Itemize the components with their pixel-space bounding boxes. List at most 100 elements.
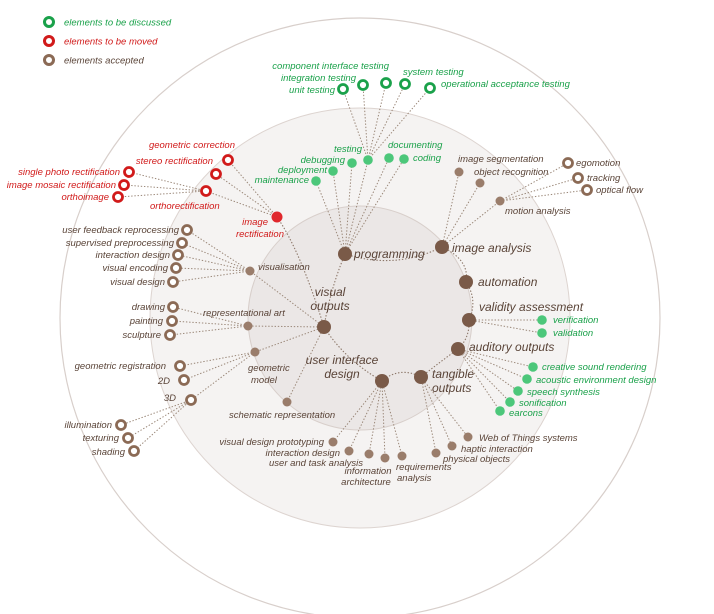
node-single-photo-rectification (123, 166, 135, 178)
label-tangible-outputs-2: outputs (432, 381, 471, 395)
node-texturing (122, 432, 134, 444)
node-information-architecture (380, 453, 390, 463)
label-image-segmentation: image segmentation (458, 154, 544, 165)
label-testing: testing (334, 144, 363, 155)
node-testing (363, 155, 373, 165)
node-visual-design-prototyping (328, 437, 338, 447)
label-visualisation: visualisation (258, 262, 310, 273)
node-documenting (384, 153, 394, 163)
label-tracking: tracking (587, 173, 621, 184)
label-image-rectification-2: rectification (236, 229, 284, 240)
legend-accepted-marker (43, 54, 55, 66)
label-orthorectification: orthorectification (150, 201, 220, 212)
node-shading (128, 445, 140, 457)
node-visual-outputs (317, 320, 331, 334)
node-component-interface-testing (380, 77, 392, 89)
node-validation (537, 328, 547, 338)
node-unit-testing (337, 83, 349, 95)
node-requirements-analysis (397, 451, 407, 461)
label-information-architecture-1: information (345, 466, 392, 477)
node-tangible-outputs (414, 370, 428, 384)
label-sculpture: sculpture (122, 330, 161, 341)
node-orthorectification (200, 185, 212, 197)
label-ui-design-1: user interface (306, 353, 379, 367)
node-visualisation (245, 266, 255, 276)
label-speech-synthesis: speech synthesis (527, 387, 600, 398)
node-visual-encoding (170, 262, 182, 274)
node-image-rectification (271, 211, 283, 223)
label-operational-acceptance-testing: operational acceptance testing (441, 79, 571, 90)
label-drawing: drawing (132, 302, 166, 313)
label-2d: 2D (157, 376, 170, 387)
node-auditory-outputs (451, 342, 465, 356)
label-single-photo-rectification: single photo rectification (18, 167, 120, 178)
node-earcons (495, 406, 505, 416)
node-automation (459, 275, 473, 289)
label-auditory-outputs: auditory outputs (469, 340, 554, 354)
label-geometric-registration: geometric registration (75, 361, 166, 372)
label-representational-art: representational art (203, 308, 285, 319)
label-documenting: documenting (388, 140, 443, 151)
node-maintenance (311, 176, 321, 186)
node-image-mosaic-rectification (118, 179, 130, 191)
node-sculpture (164, 329, 176, 341)
legend-moved-marker (43, 35, 55, 47)
label-visual-encoding: visual encoding (103, 263, 169, 274)
label-creative-sound-rendering: creative sound rendering (542, 362, 647, 373)
label-visual-outputs-1: visual (315, 285, 346, 299)
label-geometric-model-1: geometric (248, 363, 290, 374)
labels: programming image analysis automation va… (7, 61, 657, 488)
label-image-mosaic-rectification: image mosaic rectification (7, 180, 116, 191)
node-2d (178, 374, 190, 386)
label-information-architecture-2: architecture (341, 477, 391, 488)
label-3d: 3D (164, 393, 176, 404)
label-tangible-outputs-1: tangible (432, 367, 474, 381)
node-user-task-analysis (364, 449, 374, 459)
node-egomotion (562, 157, 574, 169)
label-interaction-design-vis: interaction design (96, 250, 170, 261)
node-stereo-rectification (210, 168, 222, 180)
label-egomotion: egomotion (576, 158, 620, 169)
node-deployment (328, 166, 338, 176)
label-ui-design-2: design (324, 367, 360, 381)
label-motion-analysis: motion analysis (505, 206, 571, 217)
node-debugging (347, 158, 357, 168)
label-verification: verification (553, 315, 598, 326)
node-object-recognition (475, 178, 485, 188)
node-haptic-interaction (447, 441, 457, 451)
label-geometric-model-2: model (251, 375, 278, 386)
node-operational-acceptance-testing (424, 82, 436, 94)
label-system-testing: system testing (403, 67, 464, 78)
nodes (112, 77, 593, 463)
node-interaction-design-vis (172, 249, 184, 261)
node-image-analysis (435, 240, 449, 254)
node-acoustic-environment-design (522, 374, 532, 384)
node-validity-assessment (462, 313, 476, 327)
label-visual-design-prototyping: visual design prototyping (219, 437, 324, 448)
node-3d (185, 394, 197, 406)
node-painting (166, 315, 178, 327)
label-stereo-rectification: stereo rectification (136, 156, 213, 167)
node-geometric-correction (222, 154, 234, 166)
node-speech-synthesis (513, 386, 523, 396)
node-tracking (572, 172, 584, 184)
node-programming (338, 247, 352, 261)
label-supervised-preprocessing: supervised preprocessing (66, 238, 175, 249)
label-shading: shading (92, 447, 126, 458)
node-image-segmentation (454, 167, 464, 177)
label-component-interface-testing: component interface testing (272, 61, 389, 72)
label-web-of-things: Web of Things systems (479, 433, 578, 444)
node-user-feedback-reprocessing (181, 224, 193, 236)
label-optical-flow: optical flow (596, 185, 644, 196)
legend-discussed-marker (43, 16, 55, 28)
node-optical-flow (581, 184, 593, 196)
label-earcons: earcons (509, 408, 543, 419)
label-integration-testing: integration testing (281, 73, 357, 84)
node-coding (399, 154, 409, 164)
label-interaction-design-ui: interaction design (266, 448, 340, 459)
label-requirements-analysis-1: requirements (396, 462, 452, 473)
label-maintenance: maintenance (255, 175, 309, 186)
label-painting: painting (129, 316, 164, 327)
node-sonification (505, 397, 515, 407)
